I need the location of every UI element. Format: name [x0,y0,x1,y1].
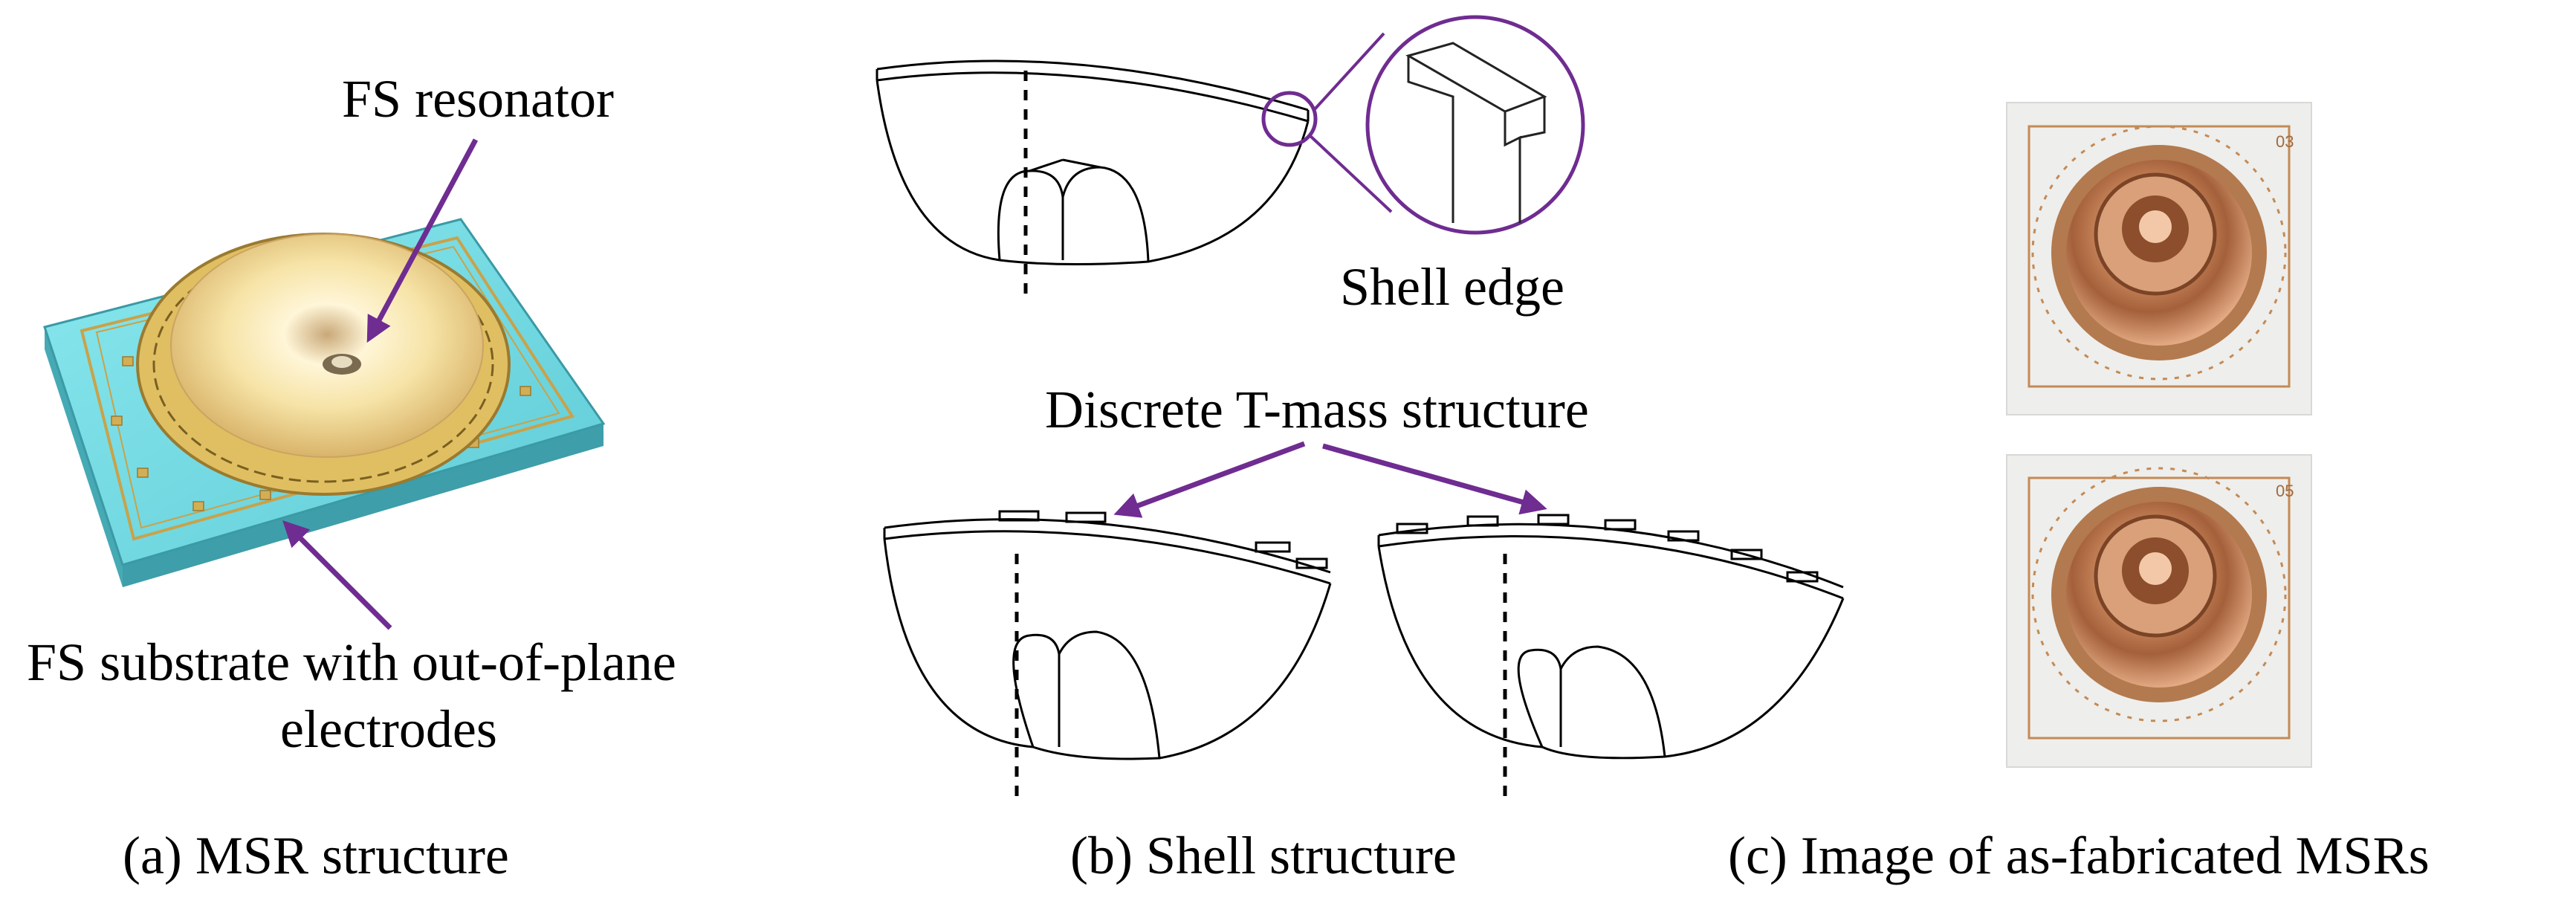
arrow-fs-substrate [282,520,392,630]
zoom-marker [1261,91,1318,147]
shell-edge-detail [1405,42,1547,223]
chip-photo-bottom: 05 [2006,454,2312,768]
caption-c: (c) Image of as-fabricated MSRs [1728,826,2430,885]
msr-model [43,218,606,587]
shell-bottom-right [1377,514,1845,799]
chip-top-id: 03 [2276,132,2294,151]
fs-resonator [170,233,484,458]
arrow-tmass-left [1113,441,1306,518]
panel-b: Shell edge Discrete T-mass structure [876,15,1845,885]
shell-bottom-left [883,510,1332,799]
panel-c: 03 05 (c) Image of as-fabricated MSRs [1728,102,2430,885]
caption-b: (b) Shell structure [1070,826,1457,885]
chip-photo-top: 03 [2006,102,2312,415]
zoom-shell-edge [1365,15,1585,235]
arrow-tmass-right [1322,443,1547,515]
shell-top [876,59,1310,294]
arrow-fs-resonator [366,138,479,343]
caption-a: (a) MSR structure [123,826,509,885]
label-shell-edge: Shell edge [1340,257,1564,317]
label-fs-substrate-line2: electrodes [280,699,497,759]
label-discrete-tmass: Discrete T-mass structure [1045,380,1589,439]
chip-bottom-id: 05 [2276,482,2294,500]
panel-a: FS resonator FS substrate with out-of-pl… [27,69,676,885]
label-fs-substrate-line1: FS substrate with out-of-plane [27,633,676,692]
label-fs-resonator: FS resonator [342,69,614,129]
